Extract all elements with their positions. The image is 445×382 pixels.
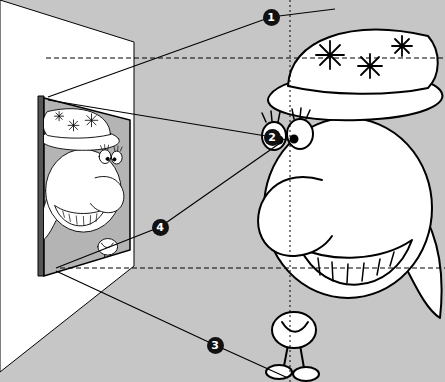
callout-number: 2	[264, 129, 281, 146]
callout-number: 3	[207, 337, 224, 354]
wall	[0, 0, 134, 372]
leader-lines	[48, 9, 335, 378]
callout-number: 1	[263, 9, 280, 26]
mirror-frame	[38, 96, 44, 276]
guide-lines	[46, 0, 445, 382]
callout-number: 4	[152, 219, 169, 236]
cartoon-figure	[258, 30, 442, 381]
